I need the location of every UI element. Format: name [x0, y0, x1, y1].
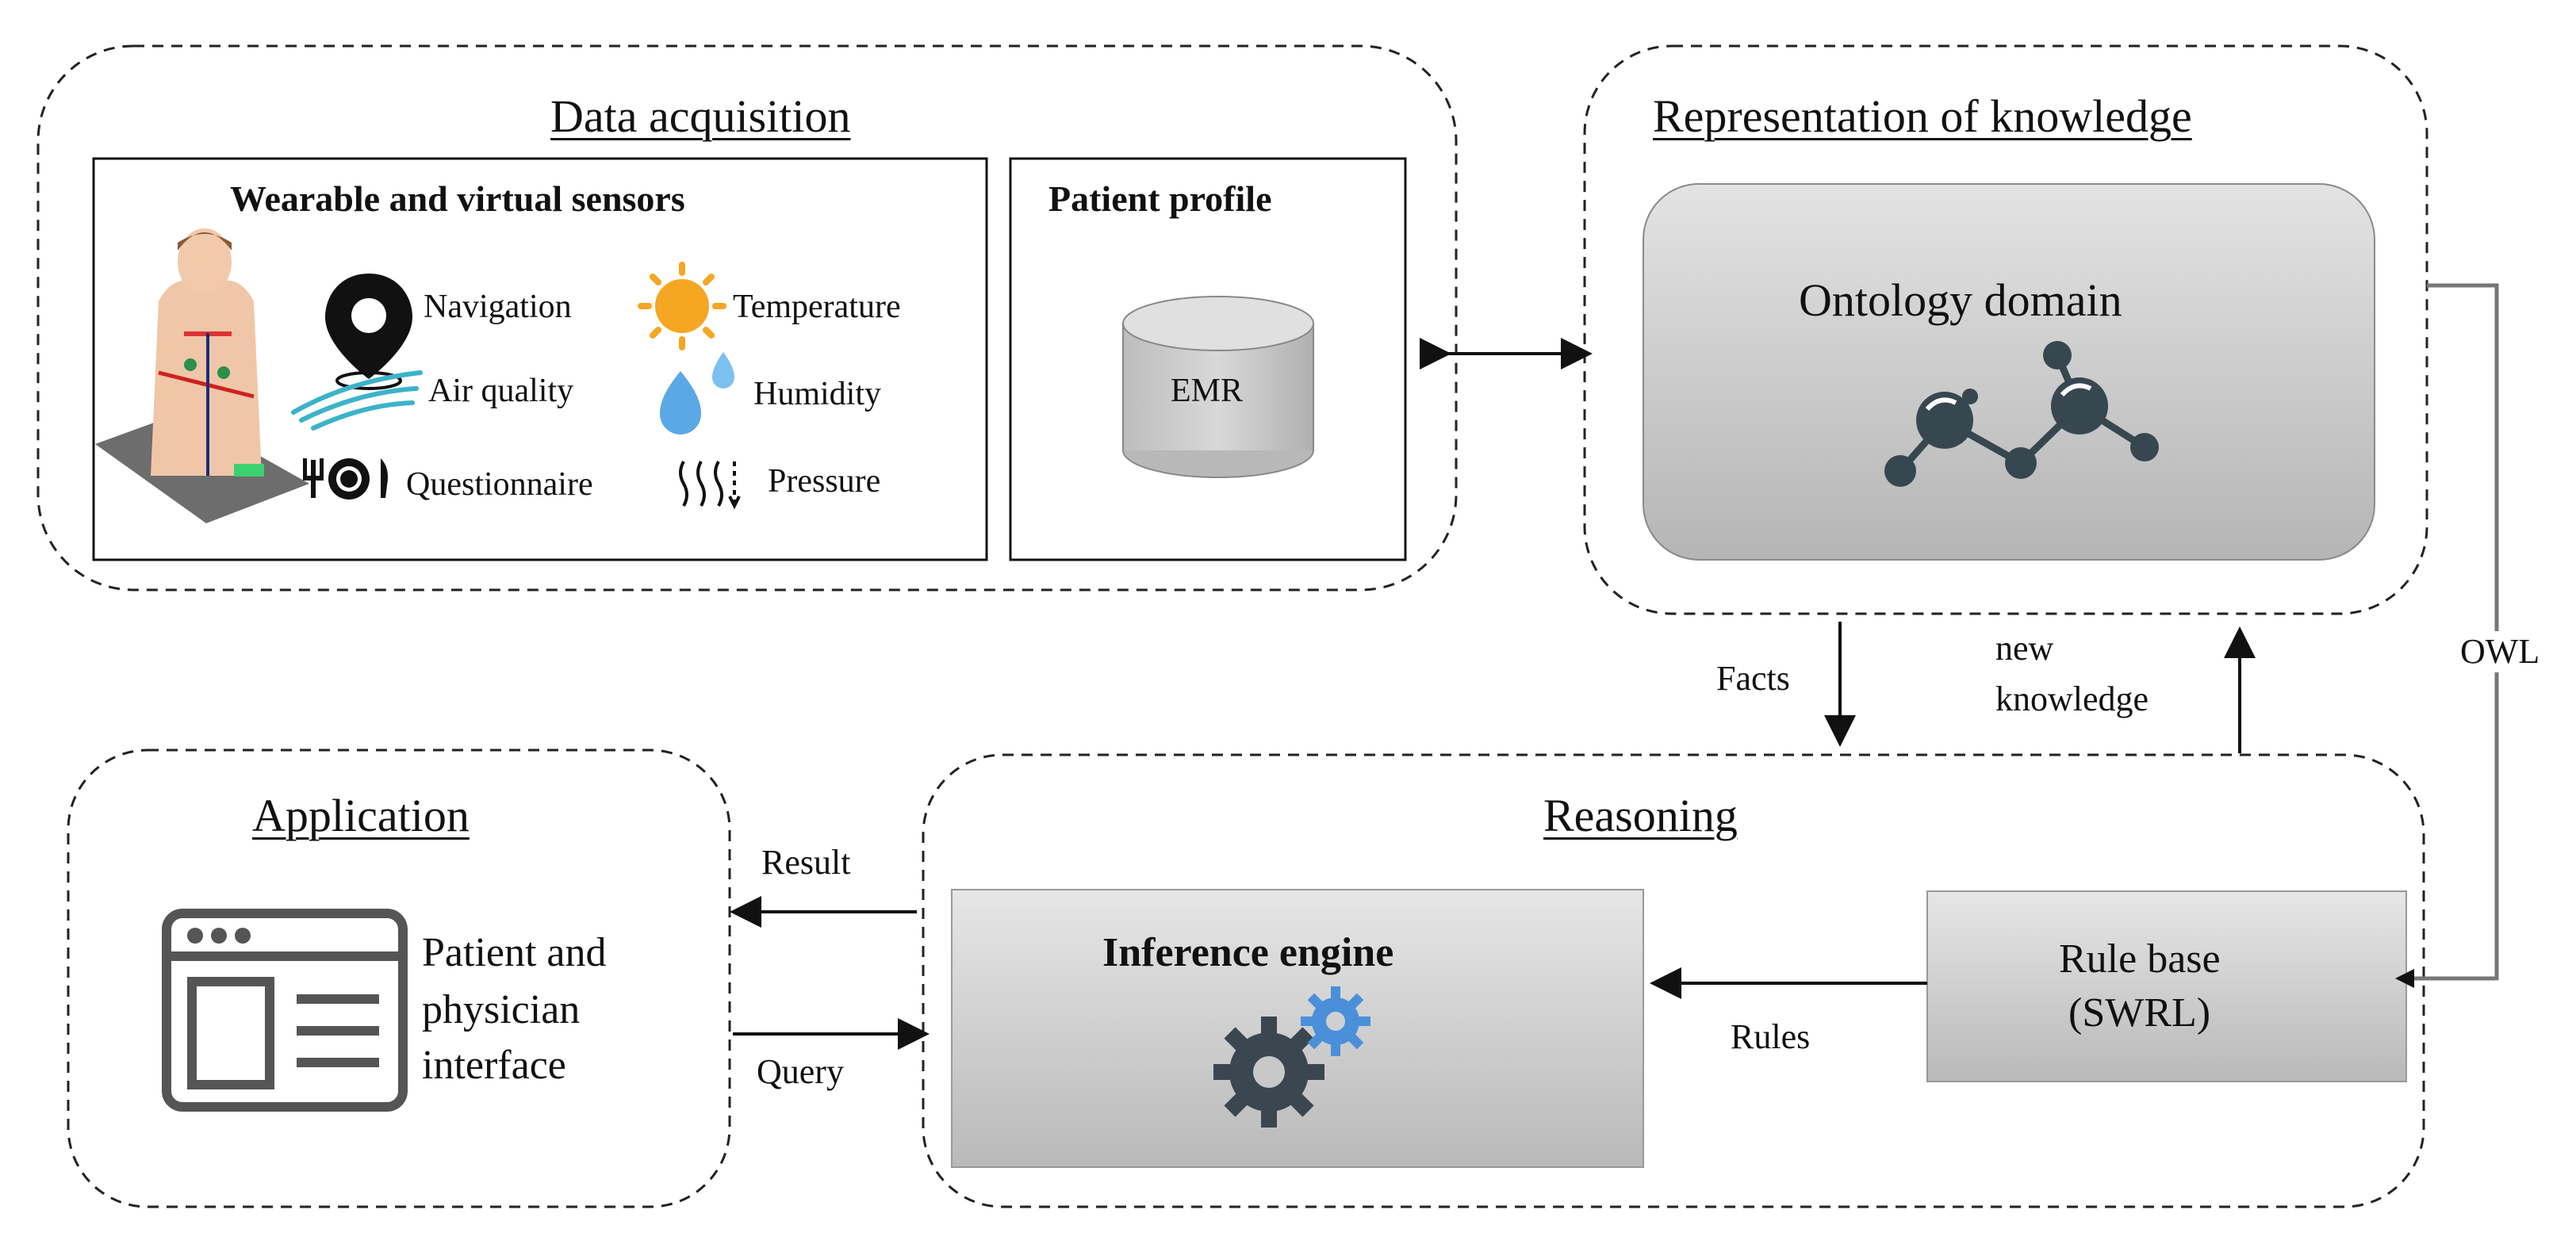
- sensor-label-questionnaire: Questionnaire: [406, 466, 593, 503]
- rule-base-line-1: Rule base: [2059, 936, 2221, 982]
- sensor-label-navigation: Navigation: [424, 289, 572, 325]
- inference-engine-box: [951, 889, 1644, 1168]
- pressure-arrows-icon: [679, 461, 741, 510]
- gears-icon: [1213, 986, 1370, 1128]
- application-title: Application: [252, 790, 470, 841]
- emr-label: EMR: [1171, 373, 1244, 409]
- facts-label: Facts: [1716, 659, 1790, 698]
- application-container: [67, 749, 731, 1208]
- owl-label: OWL: [2460, 631, 2540, 672]
- rules-label: Rules: [1731, 1017, 1811, 1056]
- ontology-label: Ontology domain: [1799, 274, 2122, 326]
- knowledge-container: [1583, 44, 2428, 615]
- sensor-label-air-quality: Air quality: [428, 373, 574, 409]
- air-waves-icon: [291, 370, 423, 431]
- data-acquisition-title: Data acquisition: [550, 90, 851, 142]
- interface-line-1: Patient and: [422, 930, 607, 975]
- molecule-icon: [1884, 341, 2159, 487]
- sensor-label-humidity: Humidity: [753, 376, 882, 412]
- data-acquisition-container: [36, 44, 1458, 592]
- water-drops-icon: [660, 352, 734, 435]
- ontology-domain-box: [1643, 183, 2375, 561]
- inference-engine-label: Inference engine: [1102, 930, 1394, 975]
- knowledge-title: Representation of knowledge: [1653, 90, 2192, 142]
- new-knowledge-line-2: knowledge: [1995, 680, 2149, 718]
- map-pin-icon: [325, 274, 412, 390]
- app-window-icon: [162, 909, 408, 1112]
- sensors-heading: Wearable and virtual sensors: [230, 178, 685, 219]
- sun-icon: [638, 262, 726, 350]
- reasoning-container: [922, 753, 2425, 1208]
- interface-line-2: physician: [422, 987, 581, 1032]
- reasoning-title: Reasoning: [1543, 790, 1738, 841]
- rule-base-box: [1926, 890, 2407, 1082]
- patient-profile-heading: Patient profile: [1048, 178, 1272, 219]
- result-label: Result: [761, 843, 851, 882]
- fork-plate-knife-icon: [303, 458, 388, 500]
- emr-database-icon: [1122, 296, 1314, 478]
- rule-base-line-2: (SWRL): [2068, 990, 2211, 1036]
- new-knowledge-line-1: new: [1995, 629, 2054, 668]
- query-label: Query: [757, 1052, 844, 1091]
- interface-line-3: interface: [422, 1043, 566, 1088]
- sensor-label-pressure: Pressure: [768, 463, 881, 500]
- person-with-sensors-icon: [95, 228, 309, 523]
- sensor-label-temperature: Temperature: [733, 289, 901, 325]
